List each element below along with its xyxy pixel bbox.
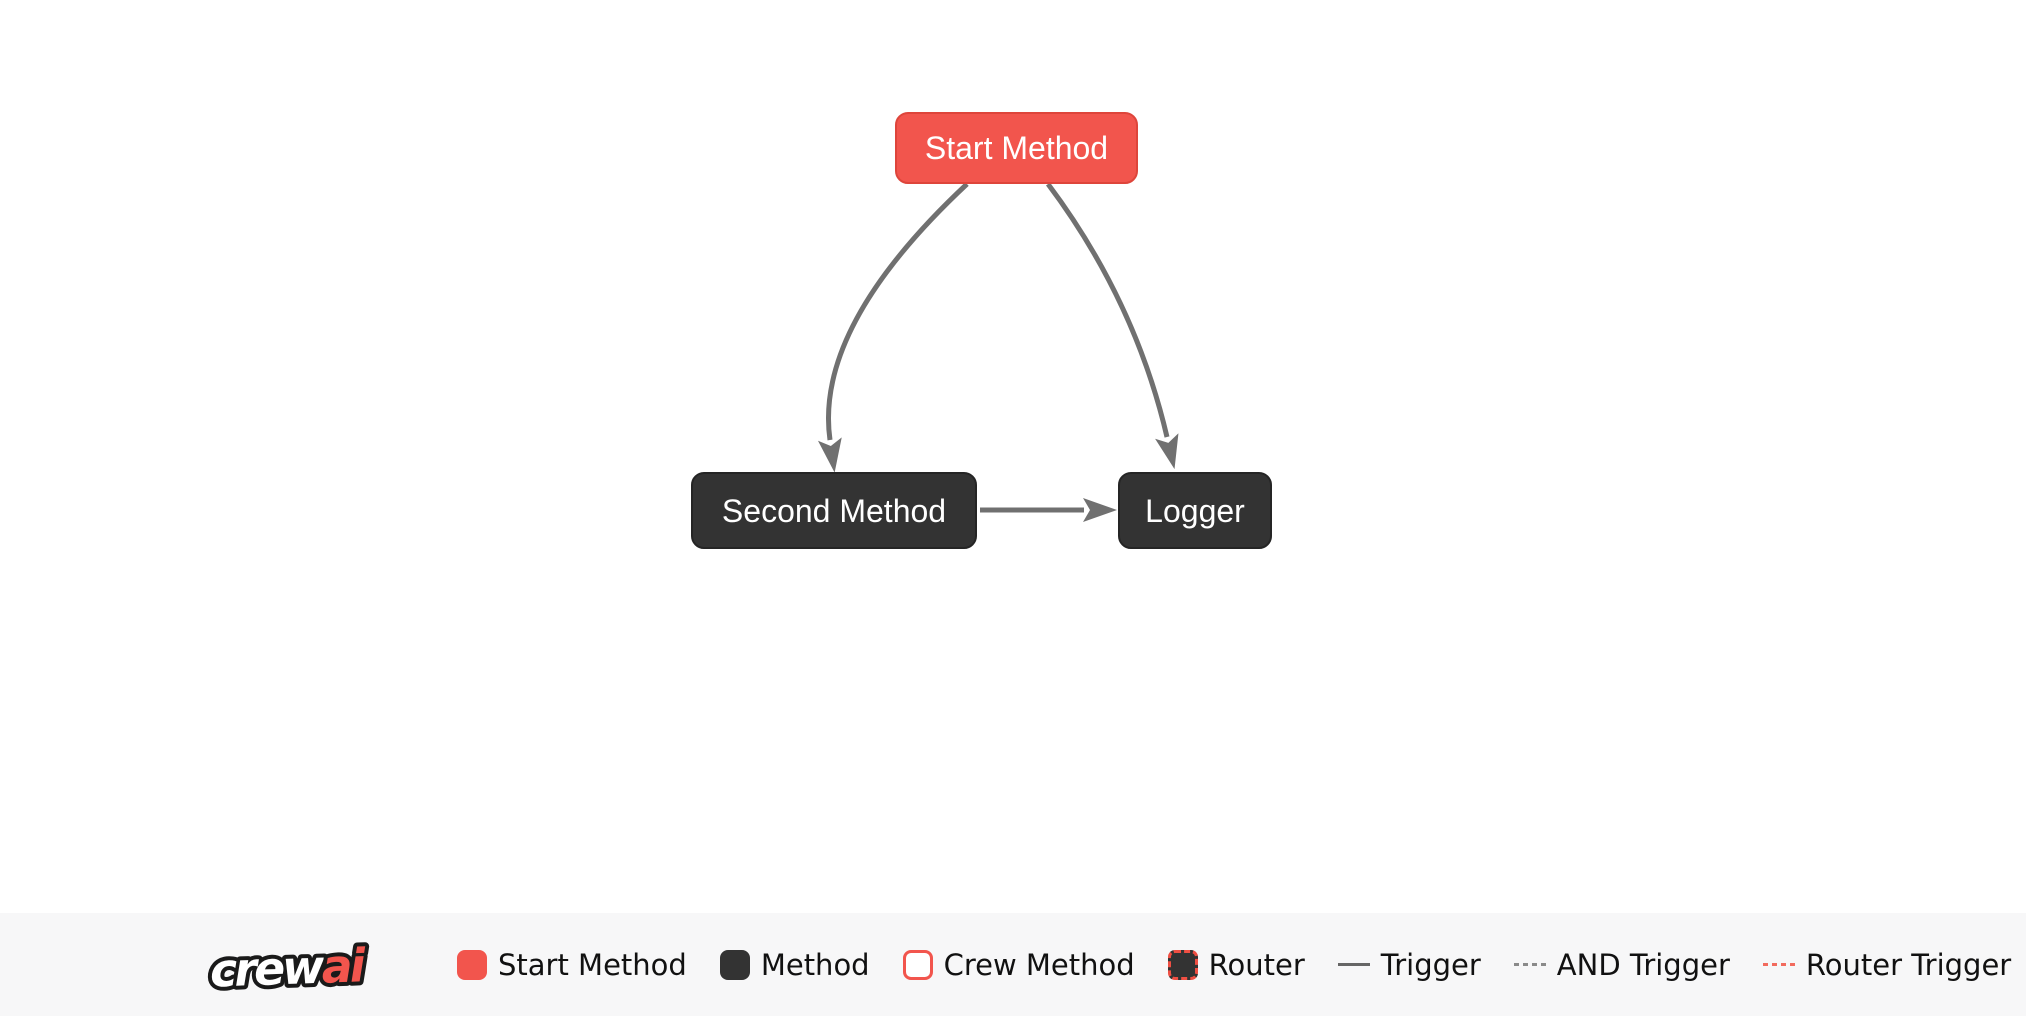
edge-start-to-logger [1045,182,1179,470]
legend-item-crew-method: Crew Method [902,947,1135,982]
method-swatch-icon [719,949,750,980]
legend-label-router: Router [1208,947,1305,982]
start-method-swatch-icon [457,949,487,980]
crewai-logo-crew: crew [209,939,326,997]
legend-label-crew-method: Crew Method [943,947,1135,982]
edge-start-to-second [817,182,969,473]
node-logger[interactable]: Logger [1118,472,1272,549]
legend-label-method: Method [760,947,870,982]
crewai-logo-ai: ai [321,938,368,994]
legend-label-and-trigger: AND Trigger [1556,947,1730,982]
legend-item-start-method: Start Method [457,948,687,982]
crewai-logo: crewai crewai [206,930,375,1000]
flow-canvas[interactable]: Start Method Second Method Logger [0,0,2026,913]
legend-item-router-trigger: Router Trigger [1762,947,2012,982]
crewai-logo-text: crewai [209,938,367,997]
node-logger-label: Logger [1145,492,1245,529]
legend-item-method: Method [719,947,870,982]
edges-layer [817,182,1179,522]
legend-item-trigger: Trigger [1337,947,1481,982]
router-trigger-line-icon [1762,963,1795,966]
node-second-method-label: Second Method [721,492,947,529]
node-second-method[interactable]: Second Method [691,472,977,549]
legend-label-trigger: Trigger [1380,947,1481,982]
node-start-method-label: Start Method [924,130,1109,166]
legend-label-router-trigger: Router Trigger [1805,947,2012,982]
crewai-logo-halo: crewai [209,938,367,997]
router-swatch-icon [1167,949,1198,980]
legend-label-start-method: Start Method [498,947,687,982]
legend-item-and-trigger: AND Trigger [1513,947,1730,982]
crew-method-swatch-icon [902,949,933,980]
legend-item-router: Router [1167,947,1305,982]
legend-bar: crewai crewai Start Method Method Crew M… [0,913,2026,1016]
legend: Start Method Method Crew Method Router T… [457,948,2011,982]
and-trigger-line-icon [1513,963,1546,966]
node-start-method[interactable]: Start Method [895,112,1138,184]
trigger-line-icon [1337,963,1370,966]
